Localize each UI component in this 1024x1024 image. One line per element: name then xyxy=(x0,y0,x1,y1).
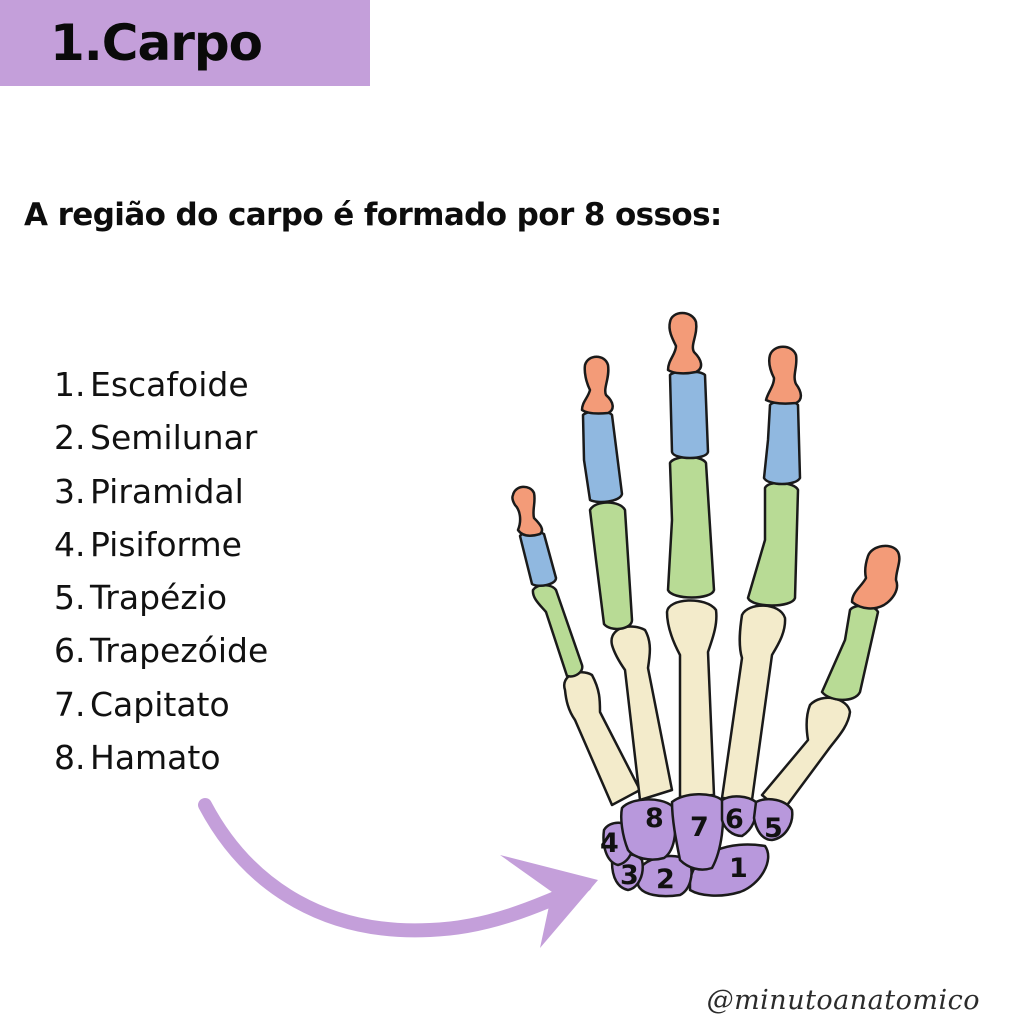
svg-text:1: 1 xyxy=(729,853,748,884)
middle-phalanges xyxy=(518,370,802,587)
list-item: 7.Capitato xyxy=(54,678,268,731)
bone-name: Escafoide xyxy=(90,365,249,404)
carpal-number-labels: 1 2 3 4 5 6 7 8 xyxy=(600,803,783,895)
curved-arrow-icon xyxy=(198,798,598,948)
title-banner: 1.Carpo xyxy=(0,0,370,86)
list-item: 4.Pisiforme xyxy=(54,518,268,571)
carpal-bone-list: 1.Escafoide 2.Semilunar 3.Piramidal 4.Pi… xyxy=(54,358,268,784)
metacarpals xyxy=(562,599,852,814)
page-title: 1.Carpo xyxy=(50,14,263,72)
carpal-bones xyxy=(602,793,794,898)
svg-text:2: 2 xyxy=(656,864,675,895)
bone-name: Piramidal xyxy=(90,471,244,511)
bone-name: Trapezóide xyxy=(90,631,269,671)
list-item: 8.Hamato xyxy=(54,731,268,784)
list-item: 2.Semilunar xyxy=(54,411,268,464)
list-item: 6.Trapezóide xyxy=(54,624,268,677)
carpal-trapezio xyxy=(752,798,794,842)
svg-text:3: 3 xyxy=(620,860,639,891)
bone-name: Hamato xyxy=(90,738,221,778)
svg-text:5: 5 xyxy=(764,813,783,844)
carpal-trapezoide xyxy=(720,795,758,838)
bone-name: Capitato xyxy=(90,684,230,724)
svg-text:7: 7 xyxy=(690,812,709,843)
bone-name: Semilunar xyxy=(90,418,258,458)
bone-name: Pisiforme xyxy=(90,524,242,564)
list-item: 3.Piramidal xyxy=(54,465,268,518)
distal-phalanges xyxy=(511,311,901,610)
list-item: 1.Escafoide xyxy=(54,358,268,411)
list-item: 5.Trapézio xyxy=(54,571,268,624)
proximal-phalanges xyxy=(531,455,880,702)
carpal-hamato xyxy=(620,798,677,861)
svg-text:4: 4 xyxy=(600,828,619,859)
svg-text:6: 6 xyxy=(725,804,744,835)
instagram-handle: @minutoanatomico xyxy=(706,985,980,1016)
carpal-capitato xyxy=(670,793,725,871)
bone-name: Trapézio xyxy=(90,578,228,618)
subtitle: A região do carpo é formado por 8 ossos: xyxy=(24,197,722,233)
svg-text:8: 8 xyxy=(645,803,664,834)
